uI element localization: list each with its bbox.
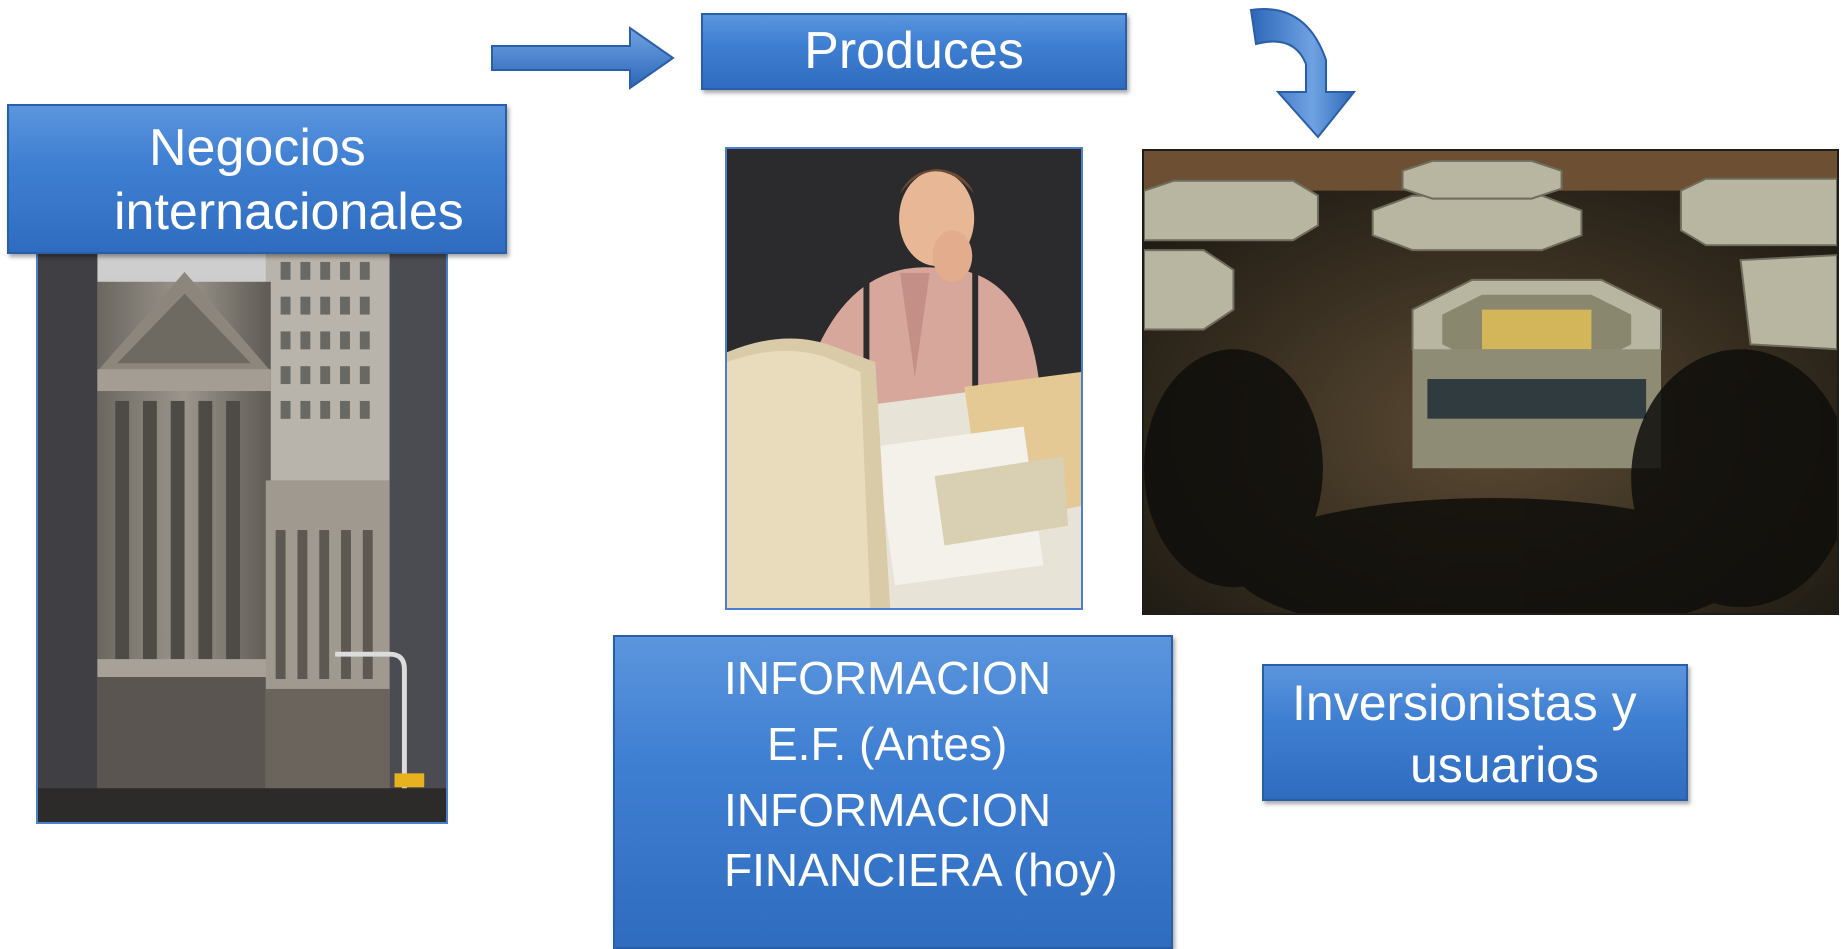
building-photo [36, 250, 448, 824]
audience-label-box: Inversionistas y usuarios [1262, 664, 1688, 801]
source-label-line-2: internacionales [114, 183, 464, 241]
audience-label-line-1: Inversionistas y [1292, 675, 1637, 731]
product-label-line-2: E.F. (Antes) [767, 718, 1008, 770]
curved-down-arrow-icon [1249, 8, 1357, 139]
product-label-line-3: INFORMACION [724, 784, 1052, 836]
product-label-box: INFORMACION E.F. (Antes) INFORMACION FIN… [613, 635, 1173, 949]
source-label-box: Negocios internacionales [7, 104, 507, 254]
product-label-line-4: FINANCIERA (hoy) [724, 844, 1118, 896]
source-label-line-1: Negocios [149, 119, 366, 177]
right-arrow-icon [491, 26, 675, 90]
product-label-line-1: INFORMACION [724, 652, 1052, 704]
office-worker-photo [725, 147, 1083, 610]
trading-floor-photo [1142, 149, 1839, 615]
audience-label-line-2: usuarios [1410, 737, 1599, 793]
verb-label: Produces [804, 22, 1024, 80]
verb-label-box: Produces [701, 13, 1127, 90]
